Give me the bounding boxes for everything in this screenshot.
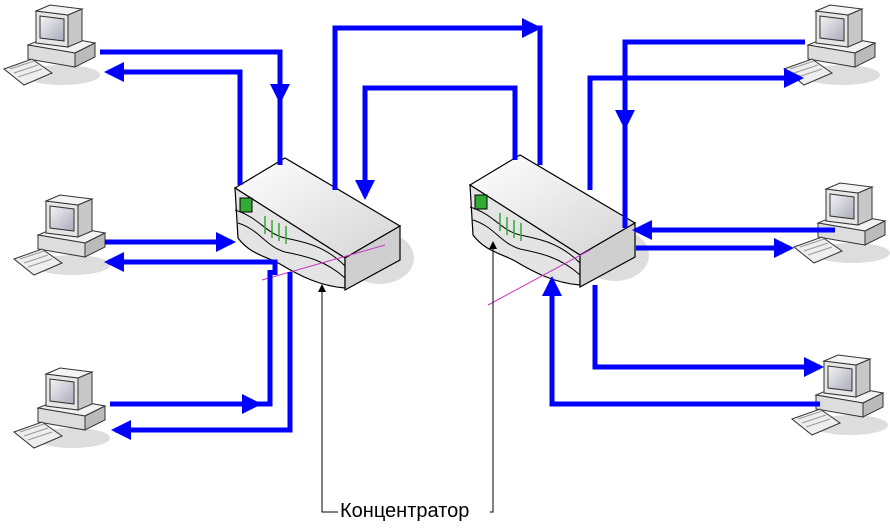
- computer-right-1: [783, 4, 881, 86]
- hub-left: [234, 157, 415, 291]
- hub-right: [469, 154, 650, 288]
- hub-label: Концентратор: [340, 500, 470, 522]
- label-pointers: [318, 241, 497, 513]
- computer-right-2: [793, 182, 890, 264]
- computer-left-1: [3, 4, 101, 86]
- trace-lines: [261, 244, 591, 306]
- computer-left-3: [13, 367, 111, 449]
- computer-left-2: [13, 194, 111, 276]
- network-links: [100, 18, 835, 440]
